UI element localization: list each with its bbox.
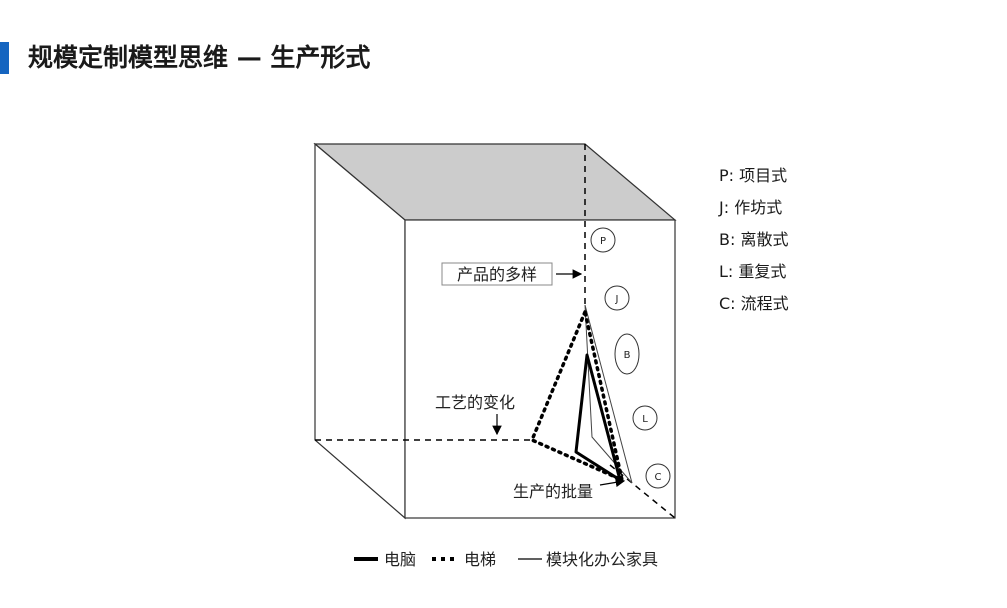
type-legend-item-p: P: 项目式 xyxy=(719,166,788,185)
marker-b: B xyxy=(614,333,640,375)
type-legend-item-l: L: 重复式 xyxy=(719,262,787,281)
process-label: 工艺的变化 xyxy=(435,393,515,412)
marker-c: C xyxy=(645,463,671,489)
type-legend-item-b: B: 离散式 xyxy=(719,230,789,249)
marker-l: L xyxy=(632,405,658,431)
triangle-elevator xyxy=(529,306,625,484)
triangle-computer xyxy=(574,353,622,482)
volume-label: 生产的批量 xyxy=(513,482,593,501)
type-legend-item-c: C: 流程式 xyxy=(719,294,789,313)
series-legend: 电脑 电梯 模块化办公家具 xyxy=(354,550,658,569)
svg-text:C: C xyxy=(655,472,662,483)
variety-label: 产品的多样 xyxy=(457,265,537,284)
legend-label-office-furniture: 模块化办公家具 xyxy=(546,550,658,569)
volume-arrow xyxy=(599,477,626,488)
svg-text:J: J xyxy=(615,294,619,305)
marker-j: J xyxy=(604,285,630,311)
marker-p: P xyxy=(590,227,616,253)
legend-label-elevator: 电梯 xyxy=(464,550,496,569)
production-type-legend: P: 项目式 J: 作坊式 B: 离散式 L: 重复式 C: 流程式 xyxy=(719,160,789,320)
triangle-office-furniture xyxy=(584,304,633,484)
legend-label-computer: 电脑 xyxy=(384,550,416,569)
variety-label-box xyxy=(441,262,553,286)
svg-text:L: L xyxy=(642,414,648,425)
page-title: 规模定制模型思维 — 生产形式 xyxy=(28,43,371,72)
title-accent-bar xyxy=(0,42,9,74)
type-legend-item-j: J: 作坊式 xyxy=(719,198,783,217)
svg-text:B: B xyxy=(624,350,631,361)
svg-text:P: P xyxy=(600,236,606,247)
